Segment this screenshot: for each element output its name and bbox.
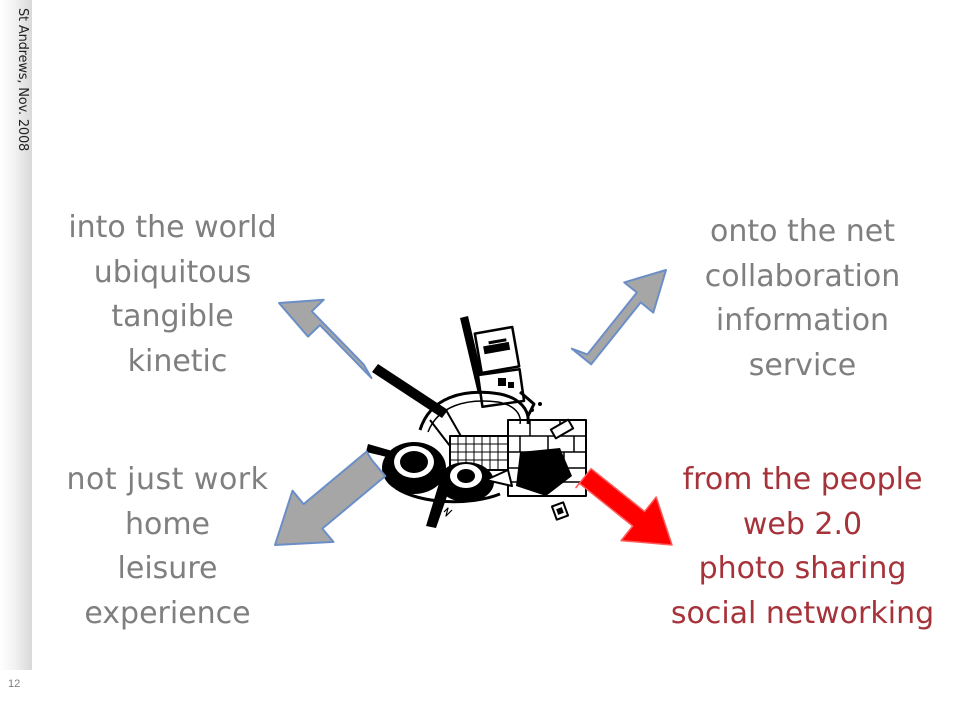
text-line: into the world — [68, 210, 277, 245]
text-block-bottom-right: from the people web 2.0 photo sharing so… — [660, 458, 945, 636]
arrow-down-right-icon — [575, 467, 673, 546]
text-line: experience — [84, 595, 251, 631]
text-line: onto the net — [709, 214, 896, 249]
text-line: not just work — [66, 462, 269, 497]
text-block-top-right: onto the net collaboration information s… — [680, 210, 925, 388]
text-line: service — [748, 347, 857, 383]
text-line: photo sharing — [698, 551, 907, 586]
text-line: information — [715, 303, 890, 338]
robot-breaking-wall-illustration — [366, 316, 587, 528]
text-line: kinetic — [127, 343, 228, 379]
text-line: from the people — [682, 462, 923, 497]
arrow-up-left-icon — [278, 298, 373, 380]
text-line: ubiquitous — [93, 254, 252, 290]
arrow-up-right-icon — [570, 269, 667, 366]
sidebar: St Andrews, Nov. 2008 — [0, 0, 32, 670]
text-line: home — [124, 506, 211, 542]
sidebar-caption: St Andrews, Nov. 2008 — [15, 8, 30, 152]
text-line: collaboration — [704, 258, 901, 294]
page-number: 12 — [8, 678, 21, 690]
text-line: tangible — [111, 299, 234, 334]
text-line: web 2.0 — [742, 506, 863, 542]
text-line: social networking — [670, 595, 935, 631]
text-block-top-left: into the world ubiquitous tangible kinet… — [60, 206, 285, 384]
arrow-down-left-icon — [274, 450, 387, 546]
text-block-bottom-left: not just work home leisure experience — [55, 458, 280, 636]
text-line: leisure — [117, 551, 218, 586]
